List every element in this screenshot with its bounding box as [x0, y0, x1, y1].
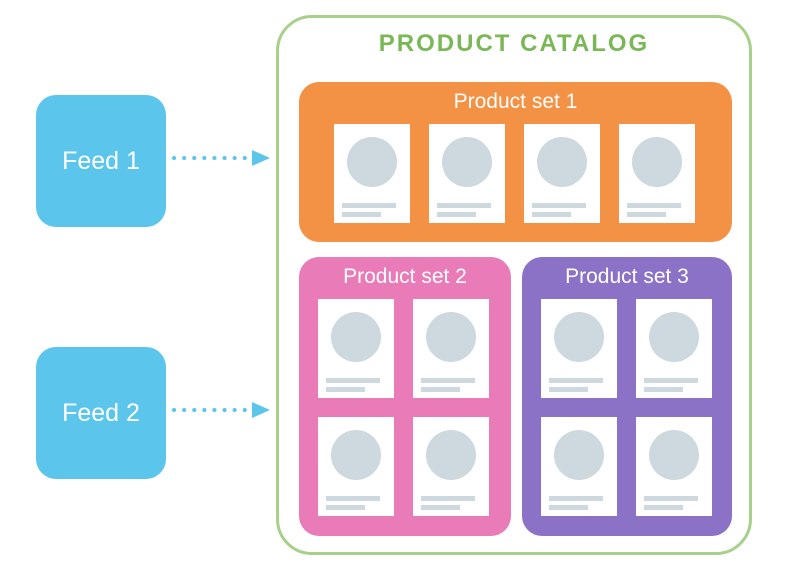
product-image-placeholder-icon — [442, 137, 492, 187]
product-image-placeholder-icon — [649, 312, 699, 362]
product-image-placeholder-icon — [537, 137, 587, 187]
product-card — [334, 124, 410, 223]
product-card — [636, 299, 712, 398]
product-subtitle-placeholder — [549, 505, 588, 510]
product-subtitle-placeholder — [326, 387, 365, 392]
feed-1-label: Feed 1 — [62, 146, 140, 175]
product-title-placeholder — [644, 496, 698, 501]
product-image-placeholder-icon — [649, 430, 699, 480]
product-title-placeholder — [549, 378, 603, 383]
product-title-placeholder — [532, 203, 586, 208]
product-card — [541, 417, 617, 516]
product-subtitle-placeholder — [644, 505, 683, 510]
product-card — [318, 299, 394, 398]
product-card — [413, 299, 489, 398]
feed-2-label: Feed 2 — [62, 398, 140, 427]
product-subtitle-placeholder — [549, 387, 588, 392]
product-subtitle-placeholder — [532, 212, 571, 217]
product-title-placeholder — [421, 496, 475, 501]
product-image-placeholder-icon — [554, 430, 604, 480]
product-card — [619, 124, 695, 223]
product-title-placeholder — [342, 203, 396, 208]
product-title-placeholder — [326, 496, 380, 501]
feed-2-box: Feed 2 — [36, 347, 166, 479]
product-image-placeholder-icon — [347, 137, 397, 187]
product-card — [541, 299, 617, 398]
product-subtitle-placeholder — [326, 505, 365, 510]
product-title-placeholder — [437, 203, 491, 208]
product-title-placeholder — [326, 378, 380, 383]
product-image-placeholder-icon — [632, 137, 682, 187]
feed-1-arrow — [172, 150, 270, 166]
product-title-placeholder — [421, 378, 475, 383]
product-image-placeholder-icon — [554, 312, 604, 362]
product-set-2-label: Product set 2 — [343, 265, 467, 288]
product-subtitle-placeholder — [421, 505, 460, 510]
product-set-1-label: Product set 1 — [453, 90, 578, 113]
product-set-3-label: Product set 3 — [565, 265, 689, 288]
product-card — [636, 417, 712, 516]
product-subtitle-placeholder — [437, 212, 476, 217]
product-title-placeholder — [549, 496, 603, 501]
product-card — [318, 417, 394, 516]
product-subtitle-placeholder — [627, 212, 666, 217]
product-card — [413, 417, 489, 516]
catalog-title: PRODUCT CATALOG — [378, 30, 650, 57]
feed-2-arrow — [172, 402, 270, 418]
feed-1-box: Feed 1 — [36, 95, 166, 227]
product-title-placeholder — [627, 203, 681, 208]
product-subtitle-placeholder — [421, 387, 460, 392]
product-card — [524, 124, 600, 223]
product-subtitle-placeholder — [342, 212, 381, 217]
product-image-placeholder-icon — [331, 430, 381, 480]
product-image-placeholder-icon — [426, 312, 476, 362]
product-image-placeholder-icon — [331, 312, 381, 362]
product-title-placeholder — [644, 378, 698, 383]
product-subtitle-placeholder — [644, 387, 683, 392]
product-catalog-container — [276, 15, 752, 555]
product-card — [429, 124, 505, 223]
product-image-placeholder-icon — [426, 430, 476, 480]
